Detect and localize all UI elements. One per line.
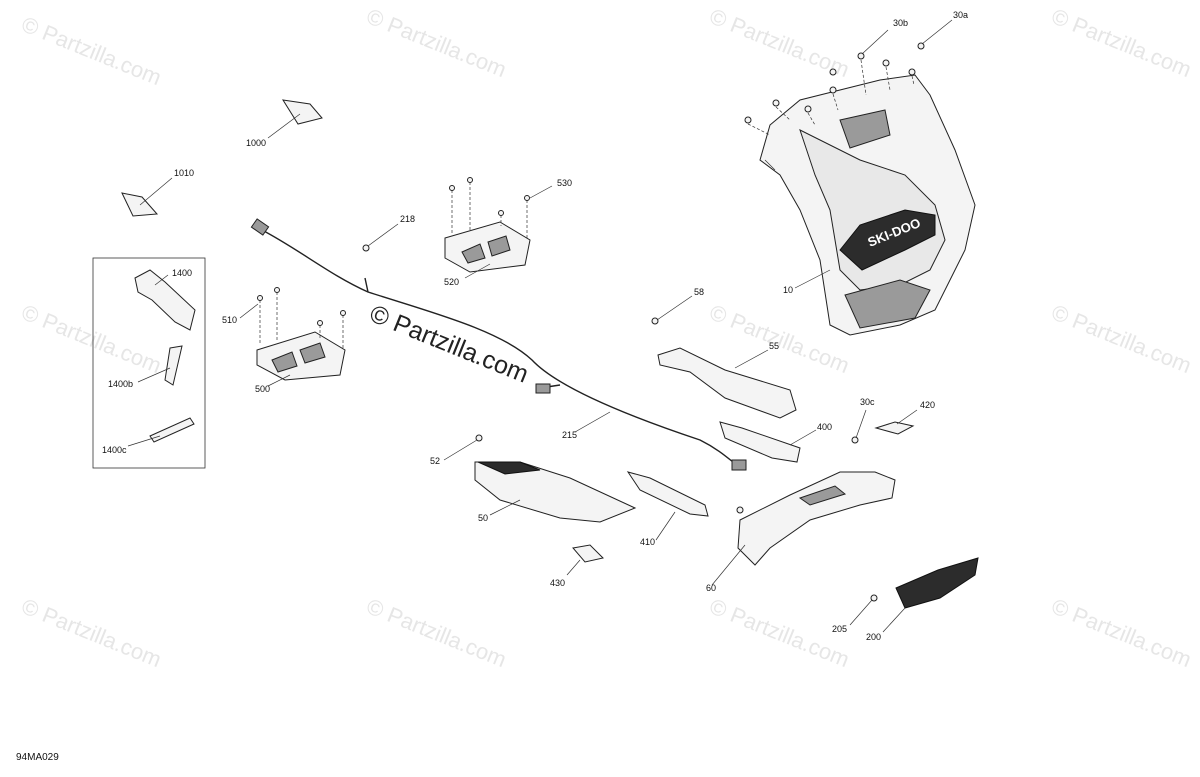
screw-icon	[882, 59, 890, 67]
screw-icon	[317, 320, 323, 326]
callout-200: 200	[866, 632, 881, 642]
screw-icon	[475, 434, 483, 442]
part-1400b-hex-key[interactable]	[164, 345, 183, 386]
screw-icon	[908, 68, 916, 76]
callout-50: 50	[478, 513, 488, 523]
callout-55: 55	[769, 341, 779, 351]
part-1400-wrench[interactable]	[134, 269, 196, 331]
watermark: © Partzilla.com	[1048, 593, 1195, 672]
callout-500: 500	[255, 384, 270, 394]
screw-icon	[736, 506, 744, 514]
callout-labels: 30b 30a 1000 1010 530 218 520 10 1400 51…	[102, 10, 968, 642]
part-400-strip[interactable]	[719, 421, 801, 463]
screw-icon	[829, 86, 837, 94]
screw-icon	[851, 436, 859, 444]
part-410-strip[interactable]	[626, 471, 709, 517]
watermark-grid: © Partzilla.com © Partzilla.com © Partzi…	[18, 3, 1195, 672]
watermark-main: © Partzilla.com	[366, 300, 533, 389]
callout-30c: 30c	[860, 397, 875, 407]
watermark: © Partzilla.com	[18, 593, 165, 672]
screw-icon	[524, 195, 530, 201]
drawing-code: 94MA029	[16, 752, 59, 763]
screw-icon	[340, 310, 346, 316]
watermark: © Partzilla.com	[1048, 299, 1195, 378]
part-55-side-panel[interactable]	[657, 347, 797, 419]
callout-30b: 30b	[893, 18, 908, 28]
part-420-trim[interactable]	[874, 421, 915, 435]
callout-430: 430	[550, 578, 565, 588]
watermark: © Partzilla.com	[706, 593, 853, 672]
callout-400: 400	[817, 422, 832, 432]
part-50-side-panel[interactable]	[474, 461, 637, 523]
leader-lines	[127, 19, 953, 633]
callout-205: 205	[832, 624, 847, 634]
callout-60: 60	[706, 583, 716, 593]
screw-icon	[804, 105, 812, 113]
screw-icon	[917, 42, 925, 50]
screw-icon	[362, 244, 370, 252]
callout-1400c: 1400c	[102, 445, 127, 455]
part-500-bracket[interactable]	[256, 292, 346, 381]
part-60-side-panel[interactable]	[737, 471, 896, 566]
screw-icon	[870, 594, 878, 602]
screw-icon	[274, 287, 280, 293]
screw-icon	[772, 99, 780, 107]
callout-218: 218	[400, 214, 415, 224]
watermark: © Partzilla.com	[18, 299, 165, 378]
callout-10: 10	[783, 285, 793, 295]
callout-30a: 30a	[953, 10, 968, 20]
screw-icon	[257, 295, 263, 301]
screw-icon	[829, 68, 837, 76]
callout-52: 52	[430, 456, 440, 466]
watermark: © Partzilla.com	[363, 593, 510, 672]
screw-icon	[651, 317, 659, 325]
watermark: © Partzilla.com	[1048, 3, 1195, 82]
part-430-decal[interactable]	[572, 544, 604, 563]
screw-icon	[467, 177, 473, 183]
misc-fasteners	[257, 177, 878, 602]
part-520-bracket[interactable]	[444, 182, 531, 273]
callout-1400b: 1400b	[108, 379, 133, 389]
part-200-grille[interactable]	[895, 557, 979, 609]
callout-1000: 1000	[246, 138, 266, 148]
watermark: © Partzilla.com	[18, 11, 165, 90]
screw-icon	[449, 185, 455, 191]
hood-fasteners	[744, 42, 925, 136]
callout-1010: 1010	[174, 168, 194, 178]
callout-530: 530	[557, 178, 572, 188]
part-1010-decal[interactable]	[121, 192, 159, 217]
callout-410: 410	[640, 537, 655, 547]
callout-215: 215	[562, 430, 577, 440]
callout-1400: 1400	[172, 268, 192, 278]
callout-520: 520	[444, 277, 459, 287]
part-1000-decal[interactable]	[282, 99, 323, 125]
screw-icon	[498, 210, 504, 216]
callout-58: 58	[694, 287, 704, 297]
tool-kit-frame	[92, 257, 206, 469]
watermark: © Partzilla.com	[363, 3, 510, 82]
screw-icon	[744, 116, 752, 124]
part-1400c-tool[interactable]	[149, 417, 195, 443]
callout-420: 420	[920, 400, 935, 410]
callout-510: 510	[222, 315, 237, 325]
screw-icon	[857, 52, 865, 60]
part-215-harness-cable[interactable]	[250, 218, 747, 471]
part-10-hood-panel[interactable]: SKI-DOO	[759, 74, 976, 336]
